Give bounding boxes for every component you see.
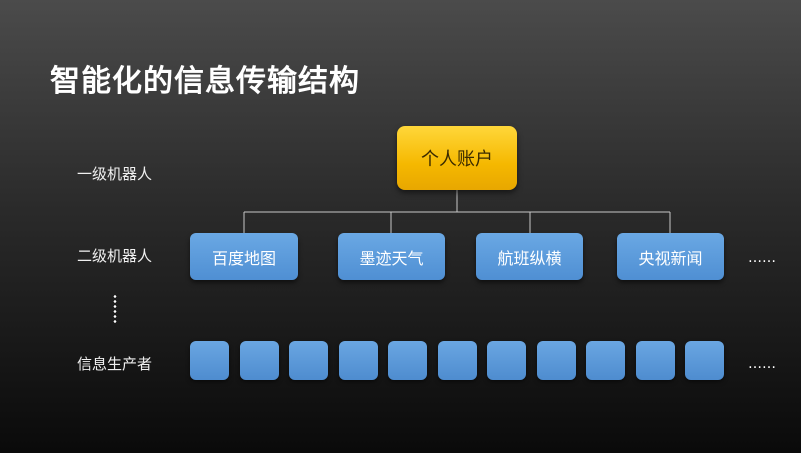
level2-node-flight-tracker: 航班纵横 <box>476 233 583 280</box>
slide-title: 智能化的信息传输结构 <box>50 64 360 99</box>
producer-node <box>636 341 675 380</box>
producer-node <box>537 341 576 380</box>
producers-ellipsis: …… <box>748 356 776 372</box>
producer-node <box>438 341 477 380</box>
producer-node <box>586 341 625 380</box>
producer-node <box>339 341 378 380</box>
producer-node <box>190 341 229 380</box>
producer-node <box>289 341 328 380</box>
producer-node <box>240 341 279 380</box>
row-label-level1: 一级机器人 <box>77 165 153 183</box>
level2-node-moji-weather: 墨迹天气 <box>338 233 445 280</box>
level2-node-baidu-map: 百度地图 <box>190 233 298 280</box>
root-node-personal-account: 个人账户 <box>397 126 517 190</box>
level2-ellipsis: …… <box>748 250 776 266</box>
row-label-producers: 信息生产者 <box>77 355 153 373</box>
producer-node <box>685 341 724 380</box>
producer-node <box>388 341 427 380</box>
vertical-ellipsis <box>113 294 117 324</box>
level2-node-cctv-news: 央视新闻 <box>617 233 724 280</box>
producer-node <box>487 341 526 380</box>
row-label-level2: 二级机器人 <box>77 247 153 265</box>
